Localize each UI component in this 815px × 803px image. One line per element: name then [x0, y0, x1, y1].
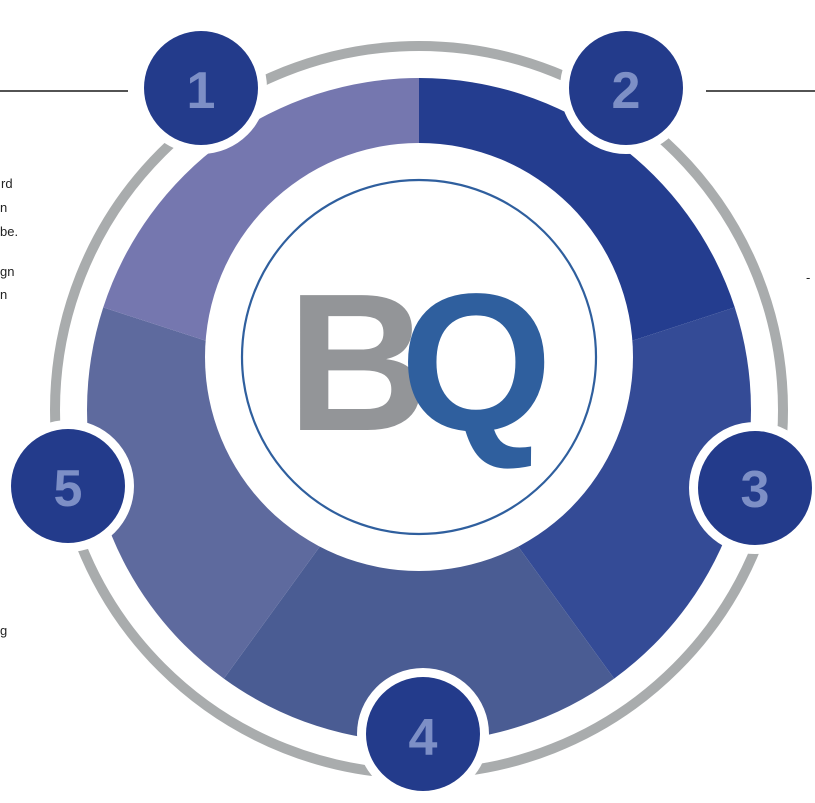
badge-3[interactable]: 3	[689, 422, 815, 554]
badge-5-number: 5	[54, 460, 83, 518]
badge-2[interactable]: 2	[560, 22, 692, 154]
left-text-fragments: rd	[777, 0, 789, 3]
logo-letter-b: B	[287, 253, 429, 472]
left-fragment-c: be.	[0, 224, 18, 239]
left-fragment-b: n	[0, 200, 7, 215]
bq-logo: B Q	[287, 253, 552, 472]
badge-5[interactable]: 5	[2, 420, 134, 552]
badge-1-number: 1	[187, 62, 216, 120]
right-fragment-a: -	[806, 270, 810, 285]
left-fragment-f: g	[0, 623, 7, 638]
logo-letter-q: Q	[400, 253, 552, 472]
badge-4-number: 4	[409, 709, 438, 767]
left-fragment-d: gn	[0, 264, 14, 279]
left-fragment-e: n	[0, 287, 7, 302]
badge-3-number: 3	[741, 461, 770, 519]
badge-1[interactable]: 1	[135, 22, 267, 154]
center-disc	[205, 143, 633, 571]
badge-2-number: 2	[612, 62, 641, 120]
left-fragment-a: rd	[1, 176, 13, 191]
segment-3[interactable]	[223, 410, 615, 742]
center-ring-outline	[240, 178, 598, 536]
badge-4[interactable]: 4	[357, 668, 489, 800]
